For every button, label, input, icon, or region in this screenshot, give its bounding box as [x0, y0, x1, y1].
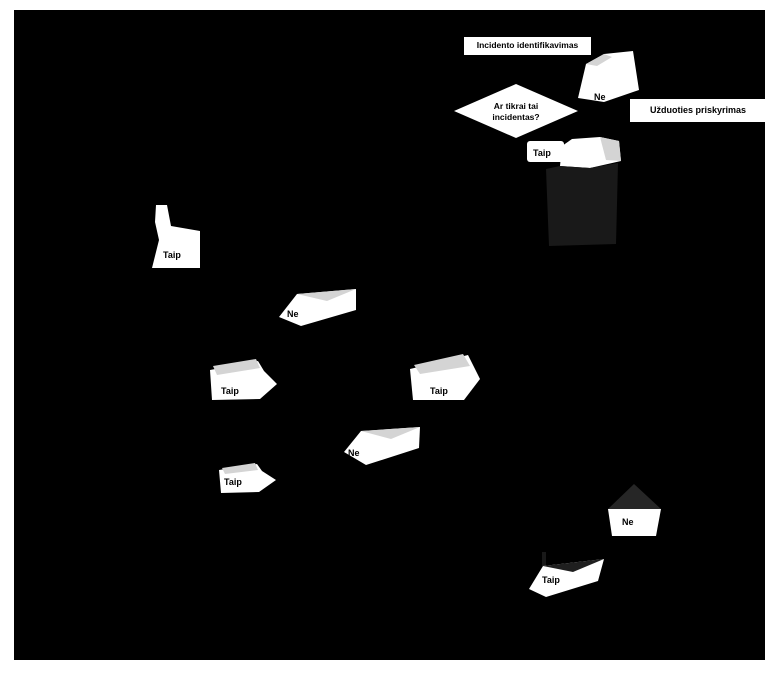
- process-box-task-assignment-label: Užduoties priskyrimas: [649, 104, 747, 115]
- process-box-incident-identification-label: Incidento identifikavimas: [476, 40, 579, 51]
- process-box-task-assignment: Užduoties priskyrimas: [630, 99, 766, 122]
- decision-label: Ar tikrai tai incidentas?: [454, 95, 578, 129]
- decision-label-line1: Ar tikrai tai: [493, 100, 539, 111]
- process-box-incident-identification: Incidento identifikavimas: [464, 37, 591, 55]
- decision-label-line2: incidentas?: [492, 112, 540, 122]
